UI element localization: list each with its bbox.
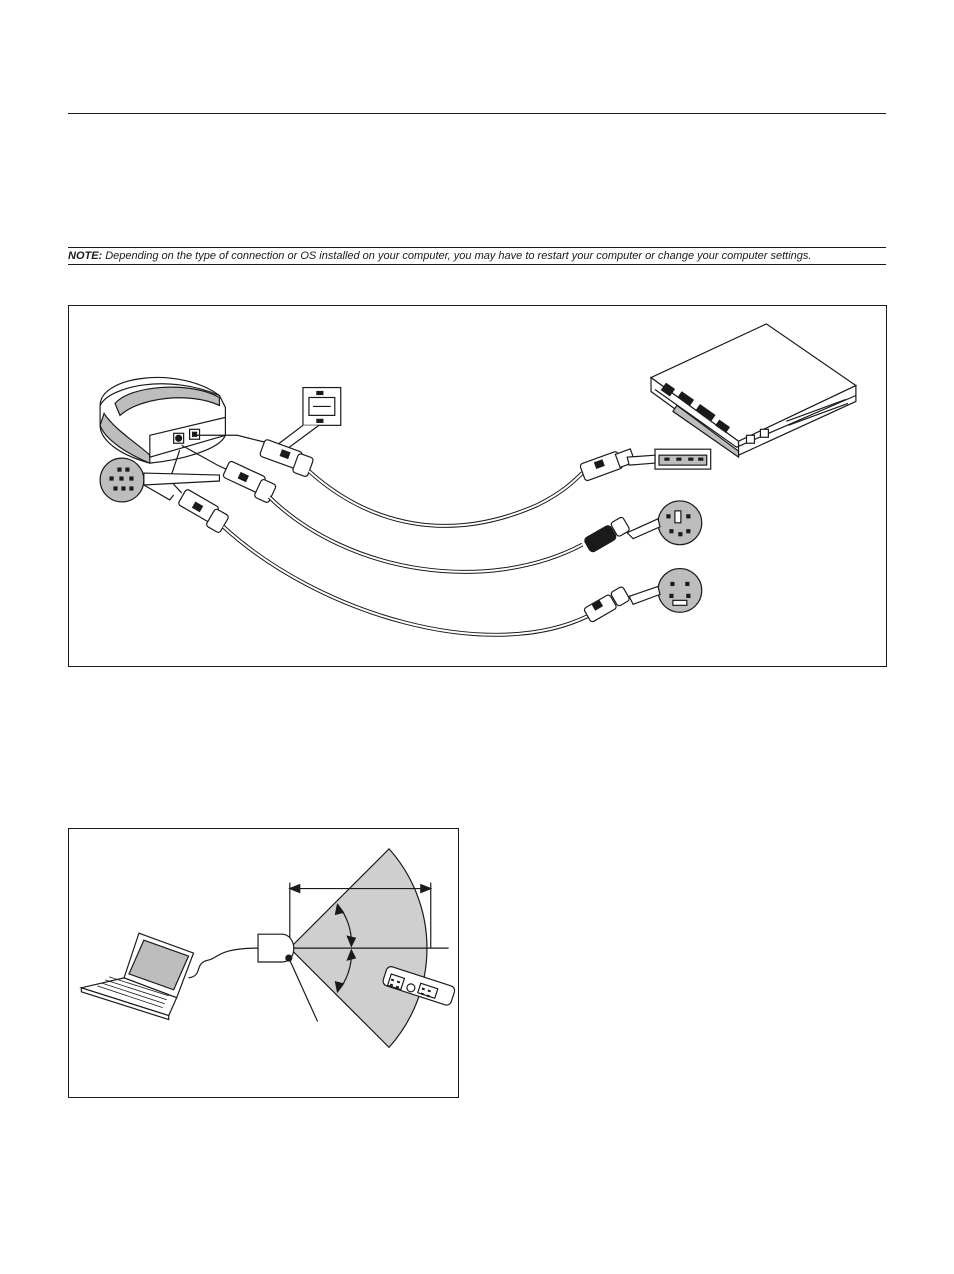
ps2-connector-icon xyxy=(626,500,703,546)
usb-a-connector-icon xyxy=(626,448,712,470)
mini-din-connector-icon xyxy=(99,457,221,503)
remote-range-figure xyxy=(68,828,459,1098)
usb-b-plug-icon xyxy=(259,439,314,477)
header-rule xyxy=(68,113,886,114)
receiver-icon xyxy=(257,933,295,963)
cable-connection-figure xyxy=(68,305,887,667)
note-label: NOTE: xyxy=(68,250,103,262)
laptop-rear-icon xyxy=(649,323,858,459)
ps2-plug-right-icon xyxy=(584,516,630,553)
note-text: Depending on the type of connection or O… xyxy=(105,250,812,262)
remote-control-icon xyxy=(382,966,456,1006)
note-box: NOTE:Depending on the type of connection… xyxy=(68,247,886,265)
receiver-icon xyxy=(99,377,226,465)
laptop-icon xyxy=(79,932,195,1021)
ps2-plug-icon xyxy=(222,460,277,503)
mini-din-plug-right-icon xyxy=(583,586,630,623)
usb-a-plug-icon xyxy=(579,448,636,482)
mini-din-plug-icon xyxy=(178,489,229,533)
usb-b-connector-icon xyxy=(273,386,342,454)
mini-din-right-connector-icon xyxy=(628,567,703,613)
